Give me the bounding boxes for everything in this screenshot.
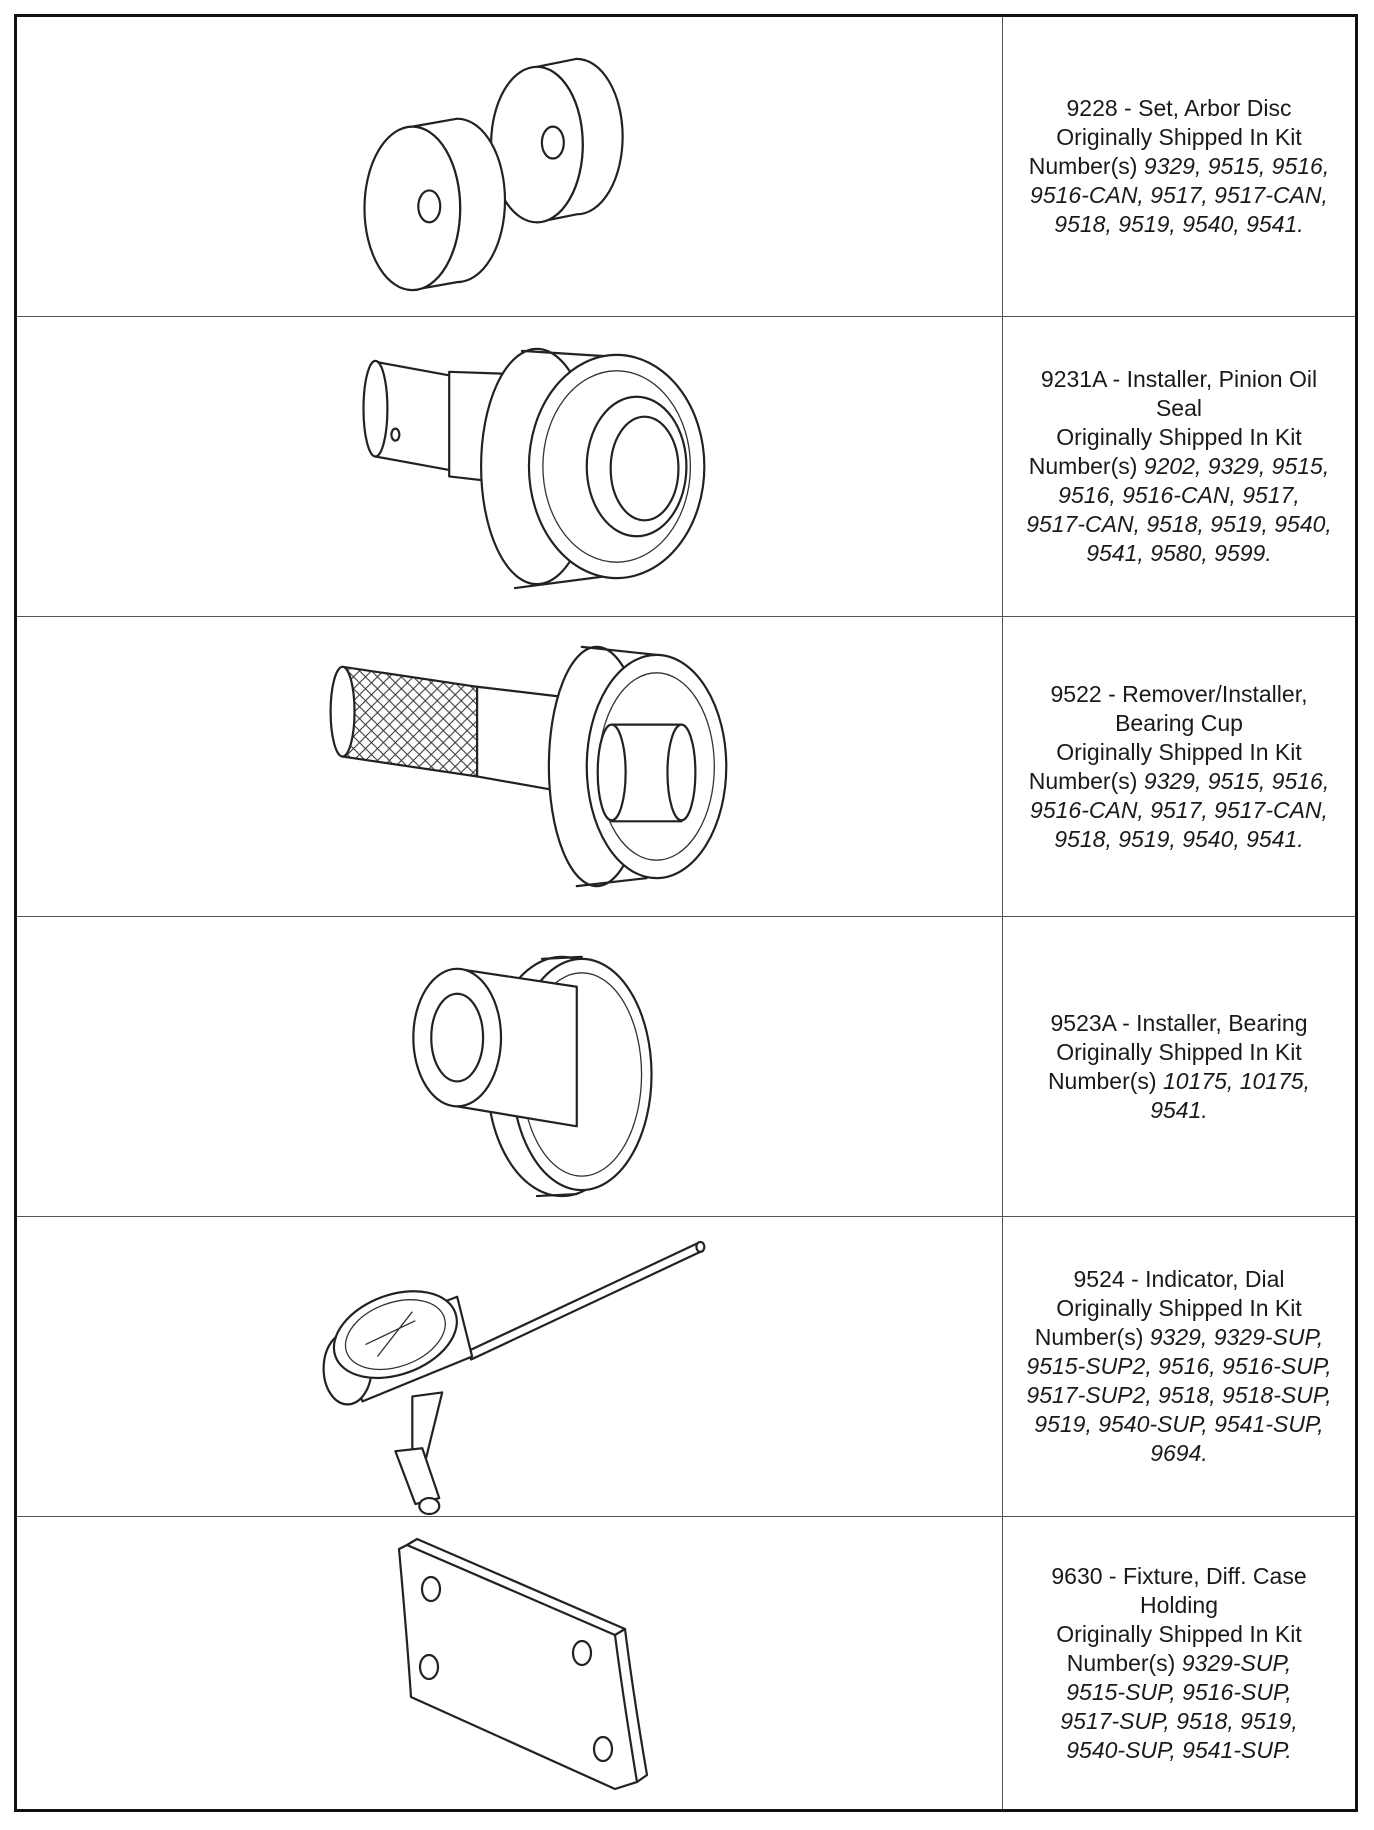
kit-numbers: 9516, 9516-CAN, 9517, [1058, 482, 1300, 508]
table-row: 9630 - Fixture, Diff. Case Holding Origi… [17, 1517, 1355, 1809]
numbers-prefix: Number(s) [1066, 1649, 1176, 1676]
kit-label-line: Originally Shipped In Kit [1056, 1620, 1302, 1647]
kit-label-line: Originally Shipped In Kit [1056, 424, 1302, 450]
kit-numbers: 9541. [1150, 1096, 1208, 1123]
kit-numbers: 9329, 9515, 9516, [1143, 767, 1330, 794]
tool-description-cell: 9522 - Remover/Installer, Bearing Cup Or… [1003, 617, 1355, 916]
kit-numbers: 9515-SUP2, 9516, 9516-SUP, [1026, 1353, 1332, 1379]
kit-numbers: 9518, 9519, 9540, 9541. [1054, 211, 1304, 237]
tool-description: 9228 - Set, Arbor Disc Originally Shippe… [1029, 94, 1329, 239]
kit-label-line: Originally Shipped In Kit [1056, 1295, 1302, 1321]
kit-numbers: 9517-SUP, 9518, 9519, [1060, 1707, 1298, 1734]
numbers-prefix: Number(s) [1028, 153, 1138, 179]
tool-image-cell [17, 17, 1003, 316]
kit-numbers: 9516-CAN, 9517, 9517-CAN, [1030, 796, 1328, 823]
kit-numbers: 9519, 9540-SUP, 9541-SUP, [1034, 1411, 1324, 1437]
tool-title-line: Holding [1140, 1591, 1218, 1618]
kit-numbers: 9329, 9515, 9516, [1143, 153, 1330, 179]
table-row: 9523A - Installer, Bearing Originally Sh… [17, 917, 1355, 1217]
tool-description-cell: 9523A - Installer, Bearing Originally Sh… [1003, 917, 1355, 1216]
numbers-prefix: Number(s) [1028, 453, 1138, 479]
dial-indicator-icon [322, 1240, 706, 1516]
tool-title-line: 9228 - Set, Arbor Disc [1066, 95, 1292, 121]
kit-numbers: 9329-SUP, [1181, 1649, 1292, 1676]
tool-image-cell [17, 317, 1003, 616]
tool-description-cell: 9524 - Indicator, Dial Originally Shippe… [1003, 1217, 1355, 1516]
numbers-prefix: Number(s) [1047, 1067, 1157, 1094]
table-row: 9524 - Indicator, Dial Originally Shippe… [17, 1217, 1355, 1517]
kit-label-line: Originally Shipped In Kit [1056, 124, 1302, 150]
kit-label-line: Originally Shipped In Kit [1056, 1038, 1302, 1065]
bearing-installer-icon [412, 955, 653, 1198]
tool-title-line: 9231A - Installer, Pinion Oil [1040, 366, 1318, 392]
tool-description: 9630 - Fixture, Diff. Case Holding Origi… [1051, 1562, 1306, 1765]
table-row: 9228 - Set, Arbor Disc Originally Shippe… [17, 17, 1355, 317]
kit-numbers: 10175, 10175, [1162, 1067, 1311, 1094]
tool-table: 9228 - Set, Arbor Disc Originally Shippe… [14, 14, 1358, 1812]
numbers-prefix: Number(s) [1034, 1324, 1144, 1350]
bearing-cup-remover-installer-icon [329, 645, 728, 888]
tool-title-line: 9630 - Fixture, Diff. Case [1051, 1562, 1307, 1589]
arbor-disc-set-icon [363, 57, 624, 292]
tool-title-line: Seal [1155, 395, 1203, 421]
tool-description: 9524 - Indicator, Dial Originally Shippe… [1026, 1265, 1331, 1468]
kit-numbers: 9518, 9519, 9540, 9541. [1054, 825, 1304, 852]
kit-numbers: 9516-CAN, 9517, 9517-CAN, [1030, 182, 1328, 208]
tool-title-line: 9522 - Remover/Installer, [1050, 680, 1308, 707]
kit-label-line: Originally Shipped In Kit [1056, 738, 1302, 765]
tool-image-cell [17, 1217, 1003, 1516]
kit-numbers: 9694. [1150, 1440, 1208, 1466]
tool-title-line: Bearing Cup [1115, 709, 1243, 736]
kit-numbers: 9541, 9580, 9599. [1086, 540, 1272, 566]
kit-numbers: 9517-CAN, 9518, 9519, 9540, [1026, 511, 1332, 537]
kit-numbers: 9540-SUP, 9541-SUP. [1066, 1736, 1292, 1763]
tool-description-cell: 9231A - Installer, Pinion Oil Seal Origi… [1003, 317, 1355, 616]
numbers-prefix: Number(s) [1028, 767, 1138, 794]
pinion-oil-seal-installer-icon [362, 347, 706, 590]
table-row: 9522 - Remover/Installer, Bearing Cup Or… [17, 617, 1355, 917]
diff-case-holding-fixture-icon [397, 1537, 649, 1791]
kit-numbers: 9515-SUP, 9516-SUP, [1066, 1678, 1292, 1705]
tool-description-cell: 9228 - Set, Arbor Disc Originally Shippe… [1003, 17, 1355, 316]
tool-title-line: 9523A - Installer, Bearing [1050, 1009, 1308, 1036]
tool-title-line: 9524 - Indicator, Dial [1073, 1266, 1285, 1292]
tool-image-cell [17, 1517, 1003, 1809]
tool-image-cell [17, 917, 1003, 1216]
tool-description-cell: 9630 - Fixture, Diff. Case Holding Origi… [1003, 1517, 1355, 1809]
tool-description: 9231A - Installer, Pinion Oil Seal Origi… [1026, 365, 1332, 568]
tool-image-cell [17, 617, 1003, 916]
kit-numbers: 9517-SUP2, 9518, 9518-SUP, [1026, 1382, 1332, 1408]
tool-description: 9523A - Installer, Bearing Originally Sh… [1048, 1009, 1310, 1125]
table-row: 9231A - Installer, Pinion Oil Seal Origi… [17, 317, 1355, 617]
kit-numbers: 9329, 9329-SUP, [1149, 1324, 1324, 1350]
tool-description: 9522 - Remover/Installer, Bearing Cup Or… [1029, 680, 1329, 854]
kit-numbers: 9202, 9329, 9515, [1143, 453, 1330, 479]
